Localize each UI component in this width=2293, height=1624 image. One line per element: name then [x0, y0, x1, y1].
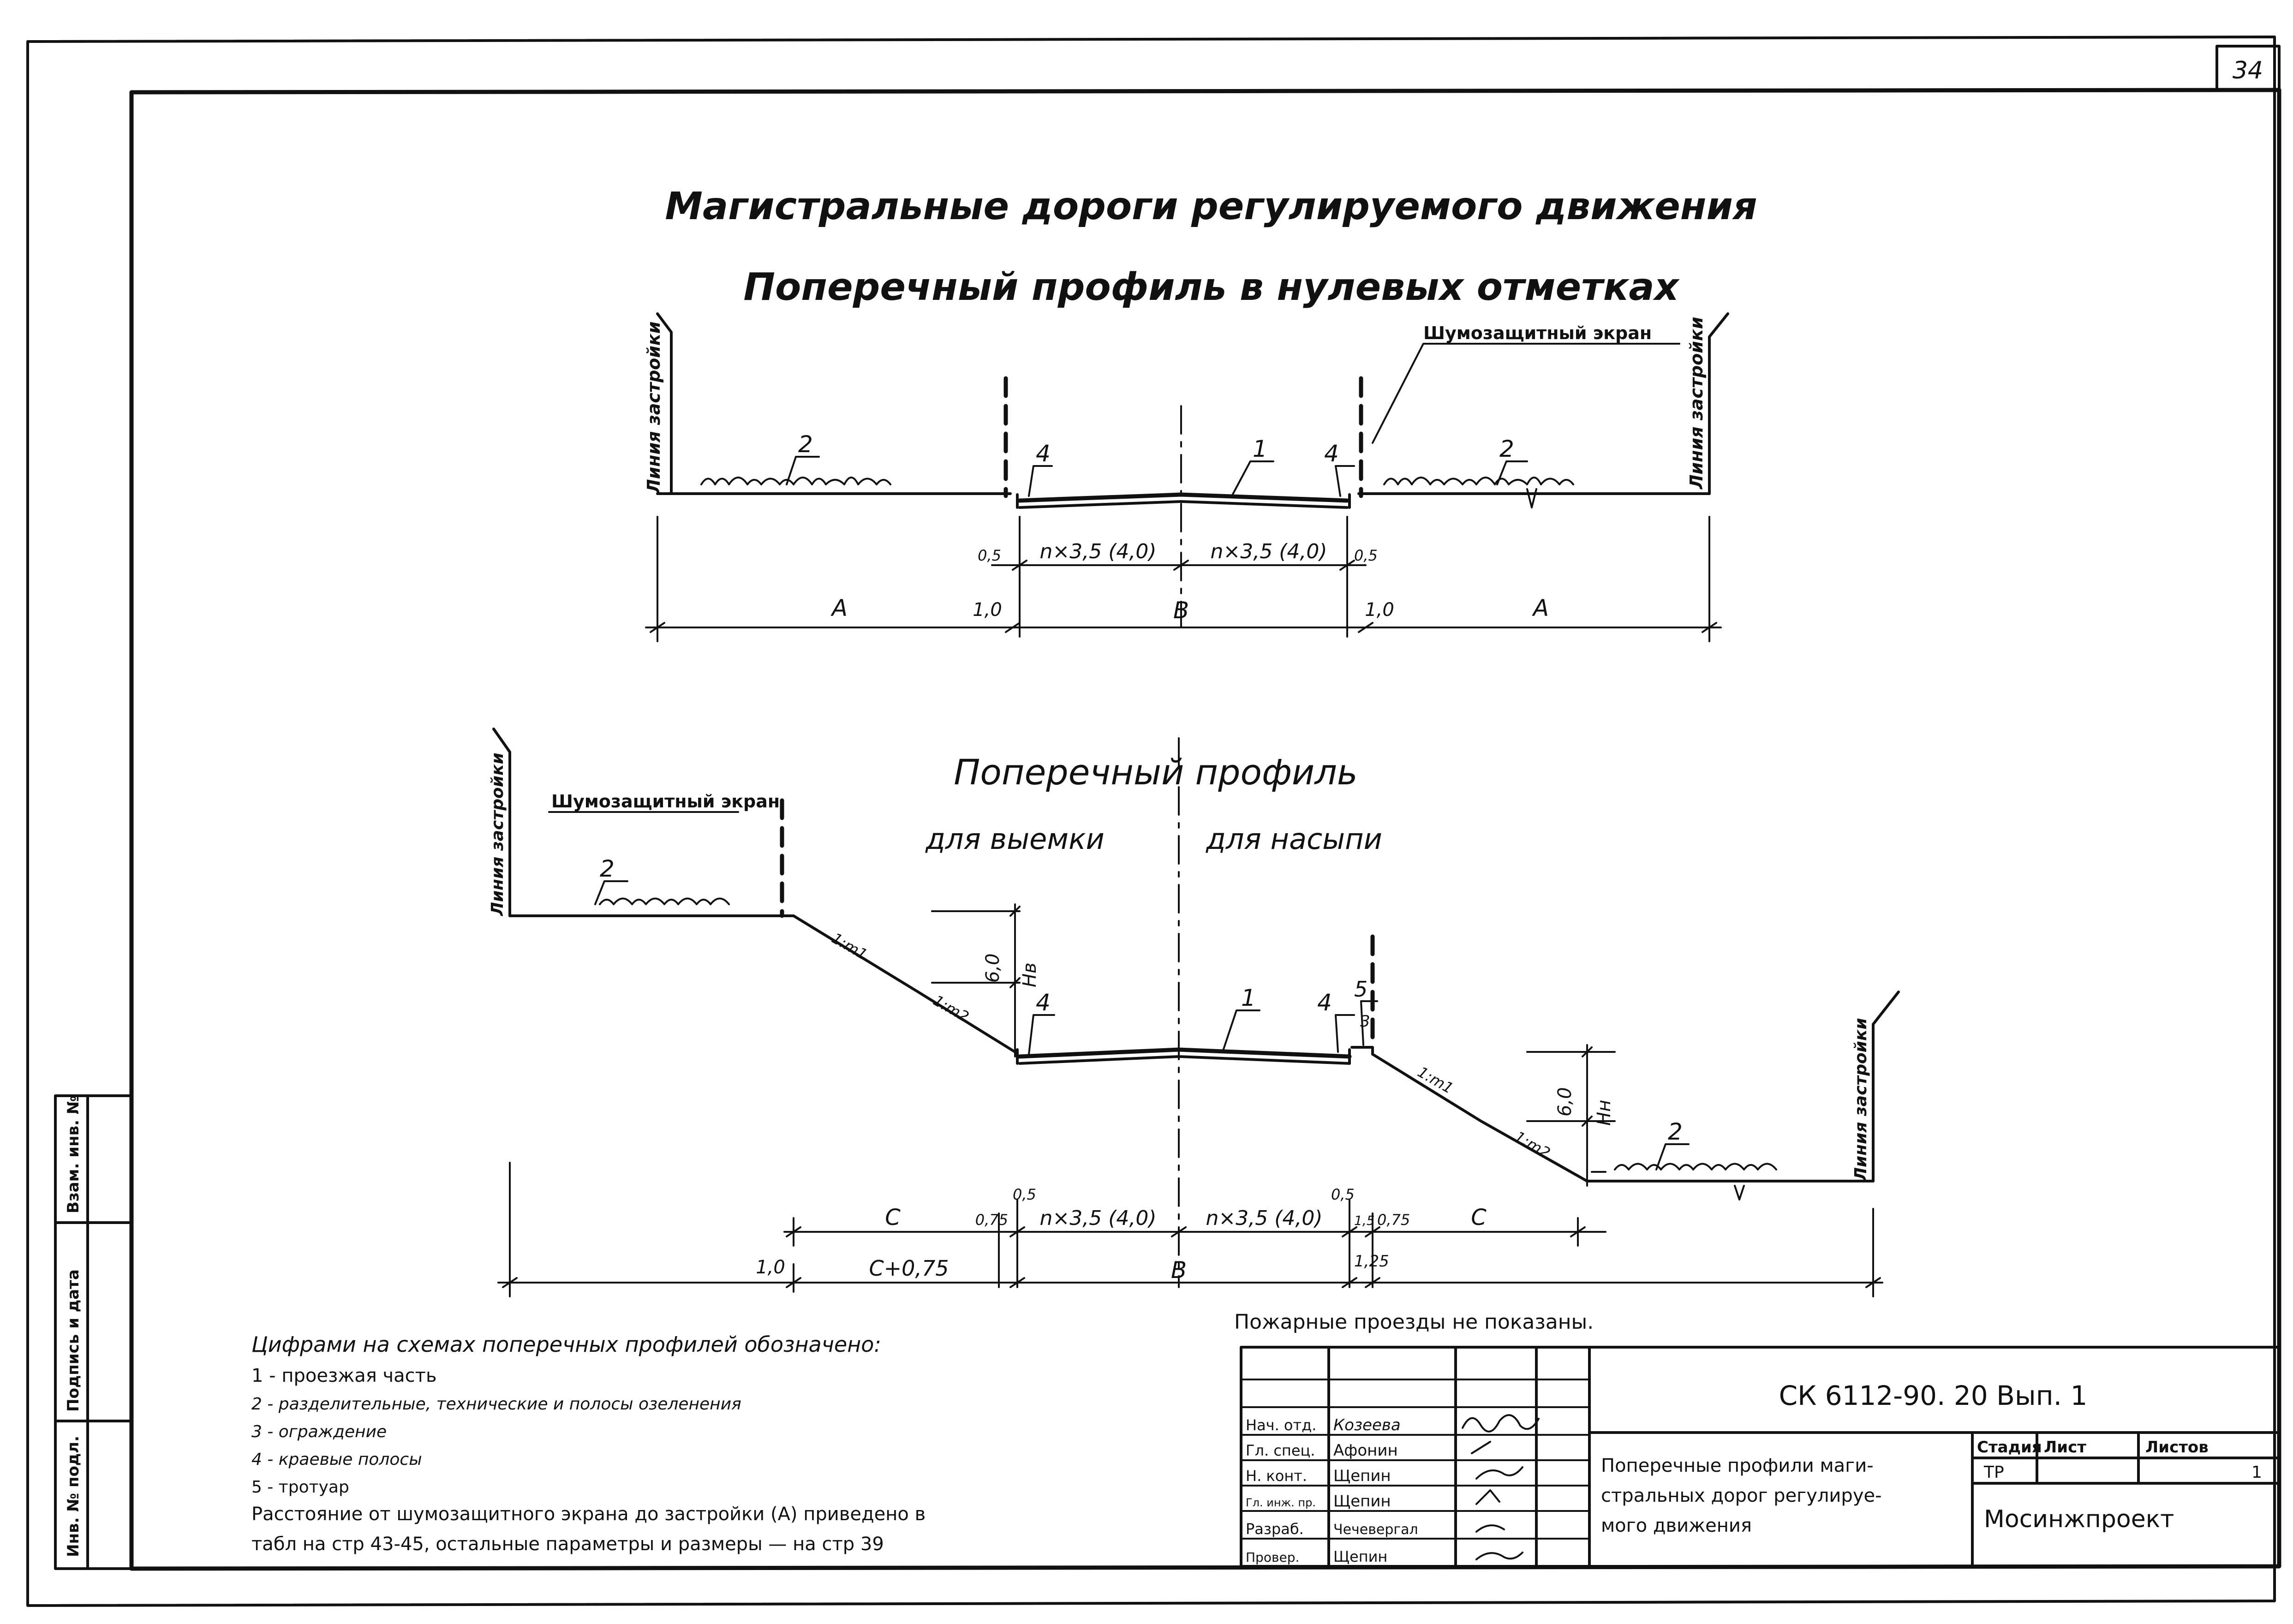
top-dim-1-0-right: 1,0	[1365, 599, 1394, 621]
profile-bottom: Поперечный профиль для выемки для насыпи…	[488, 728, 1900, 1297]
bottom-slope-fill-1-m2: 1:m2	[1511, 1128, 1553, 1162]
bottom-callout-2-fill: 2	[1668, 1118, 1683, 1145]
top-callout-2-right: 2	[1499, 436, 1514, 462]
top-building-line-left: Линия застройки	[644, 322, 664, 494]
top-callout-1: 1	[1253, 436, 1267, 462]
bottom-dim-0-75-left: 0,75	[975, 1211, 1008, 1229]
drawing-title-2: стральных дорог регулируе-	[1601, 1485, 1882, 1506]
bottom-dim-0-75-right: 0,75	[1377, 1211, 1410, 1229]
bottom-callout-5: 5	[1354, 977, 1367, 1002]
signature-marks	[1462, 1414, 1540, 1560]
legend-item-1: 1 - проезжая часть	[251, 1365, 437, 1386]
bottom-dim-0-5-right: 0,5	[1331, 1186, 1355, 1203]
sheets-value: 1	[2251, 1463, 2262, 1482]
top-noise-screen-label: Шумозащитный экран	[1423, 323, 1652, 343]
notes: Пожарные проезды не показаны. Цифрами на…	[251, 1310, 1594, 1555]
bottom-slope-cut-1-m2: 1:m2	[930, 991, 972, 1026]
drawing-title-3: мого движения	[1601, 1515, 1752, 1536]
legend-title: Цифрами на схемах поперечных профилей об…	[251, 1332, 881, 1357]
bottom-dim-C-plus: С+0,75	[869, 1256, 949, 1281]
name-1: Козеева	[1333, 1416, 1401, 1434]
doc-code: СК 6112-90. 20 Вып. 1	[1779, 1380, 2088, 1411]
bottom-callout-3: 3	[1360, 1012, 1370, 1031]
drawing-title-1: Поперечные профили маги-	[1601, 1455, 1874, 1476]
bottom-noise-screen-label: Шумозащитный экран	[551, 791, 780, 812]
top-dim-0-5-left: 0,5	[978, 547, 1001, 564]
top-callout-2-left: 2	[798, 431, 813, 458]
name-2: Афонин	[1333, 1441, 1398, 1460]
name-3: Щепин	[1333, 1467, 1391, 1485]
top-dim-lane-right: n×3,5 (4,0)	[1210, 540, 1327, 563]
page-number: 34	[2233, 57, 2263, 84]
bottom-dim-6-0-fill: 6,0	[1554, 1087, 1576, 1116]
bottom-callout-1: 1	[1241, 985, 1256, 1011]
legend-item-4: 4 - краевые полосы	[251, 1450, 422, 1469]
role-4: Гл. инж. пр.	[1246, 1496, 1316, 1509]
bottom-dim-C-left: С	[885, 1205, 901, 1230]
name-4: Щепин	[1333, 1492, 1391, 1511]
distance-note-1: Расстояние от шумозащитного экрана до за…	[251, 1504, 926, 1525]
legend-item-5: 5 - тротуар	[251, 1478, 349, 1497]
sheets-label: Листов	[2145, 1438, 2209, 1457]
top-building-line-right: Линия застройки	[1686, 317, 1707, 490]
strip-podpis-data: Подпись и дата	[64, 1269, 83, 1412]
bottom-title: Поперечный профиль	[954, 752, 1357, 793]
bottom-building-line-right: Линия застройки	[1851, 1018, 1870, 1182]
bottom-dim-1-0: 1,0	[756, 1257, 785, 1278]
bottom-sub-cut: для выемки	[925, 822, 1105, 856]
name-6: Щепин	[1333, 1548, 1387, 1565]
stage-label: Стадия	[1977, 1438, 2042, 1457]
stage-value: ТР	[1983, 1463, 2004, 1482]
top-dim-1-0-left: 1,0	[973, 599, 1002, 621]
left-strip: Инв. № подл. Подпись и дата Взам. инв. №	[54, 1094, 133, 1570]
sheet-label: Лист	[2044, 1438, 2086, 1457]
role-2: Гл. спец.	[1246, 1442, 1315, 1459]
bottom-sub-fill: для насыпи	[1206, 822, 1382, 856]
legend-item-3: 3 - ограждение	[251, 1422, 387, 1441]
strip-inv-podl: Инв. № подл.	[64, 1436, 83, 1557]
bottom-building-line-left: Линия застройки	[488, 752, 507, 916]
top-callout-4-right: 4	[1324, 440, 1339, 467]
fire-note: Пожарные проезды не показаны.	[1234, 1310, 1594, 1334]
bottom-dim-6-0-cut: 6,0	[982, 953, 1003, 983]
main-subtitle: Поперечный профиль в нулевых отметках	[743, 265, 1680, 309]
top-dim-0-5-right: 0,5	[1354, 547, 1378, 564]
bottom-dim-0-5-left: 0,5	[1013, 1186, 1036, 1203]
bottom-callout-4-right: 4	[1317, 989, 1332, 1016]
profile-top: Линия застройки Линия застройки 2 4 1 4 …	[644, 312, 1729, 642]
main-title: Магистральные дороги регулируемого движе…	[665, 185, 1757, 228]
top-dim-A-left: А	[830, 595, 848, 621]
top-dim-A-right: А	[1532, 595, 1549, 621]
strip-vzam-inv: Взам. инв. №	[64, 1095, 83, 1213]
bottom-dim-lane-right: n×3,5 (4,0)	[1206, 1206, 1322, 1230]
distance-note-2: табл на стр 43-45, остальные параметры и…	[251, 1534, 884, 1555]
bottom-h-fill: Нн	[1594, 1100, 1615, 1126]
bottom-dim-1-25: 1,25	[1354, 1252, 1389, 1271]
bottom-h-cut: Нв	[1019, 962, 1040, 987]
bottom-callout-4-left: 4	[1036, 989, 1051, 1016]
role-5: Разраб.	[1246, 1520, 1304, 1538]
bottom-dim-C-right: С	[1471, 1205, 1487, 1230]
top-dim-B: В	[1173, 597, 1189, 624]
organization: Мосинжпроект	[1984, 1505, 2174, 1533]
bottom-dim-1-5: 1,5	[1354, 1213, 1375, 1228]
role-1: Нач. отд.	[1246, 1416, 1316, 1434]
name-5: Чечевергал	[1333, 1522, 1418, 1538]
bottom-dim-lane-left: n×3,5 (4,0)	[1039, 1206, 1156, 1230]
bottom-dim-B: В	[1171, 1257, 1187, 1284]
top-callout-4-left: 4	[1036, 440, 1051, 467]
top-dim-lane-left: n×3,5 (4,0)	[1039, 540, 1156, 563]
bottom-callout-2-left: 2	[600, 855, 615, 882]
role-6: Провер.	[1246, 1550, 1299, 1565]
title-block: СК 6112-90. 20 Вып. 1 Нач. отд. Гл. спец…	[1240, 1346, 2281, 1568]
legend-item-2: 2 - разделительные, технические и полосы…	[251, 1395, 741, 1414]
role-3: Н. конт.	[1246, 1467, 1307, 1485]
bottom-slope-cut-1-m1: 1:m1	[829, 929, 871, 963]
